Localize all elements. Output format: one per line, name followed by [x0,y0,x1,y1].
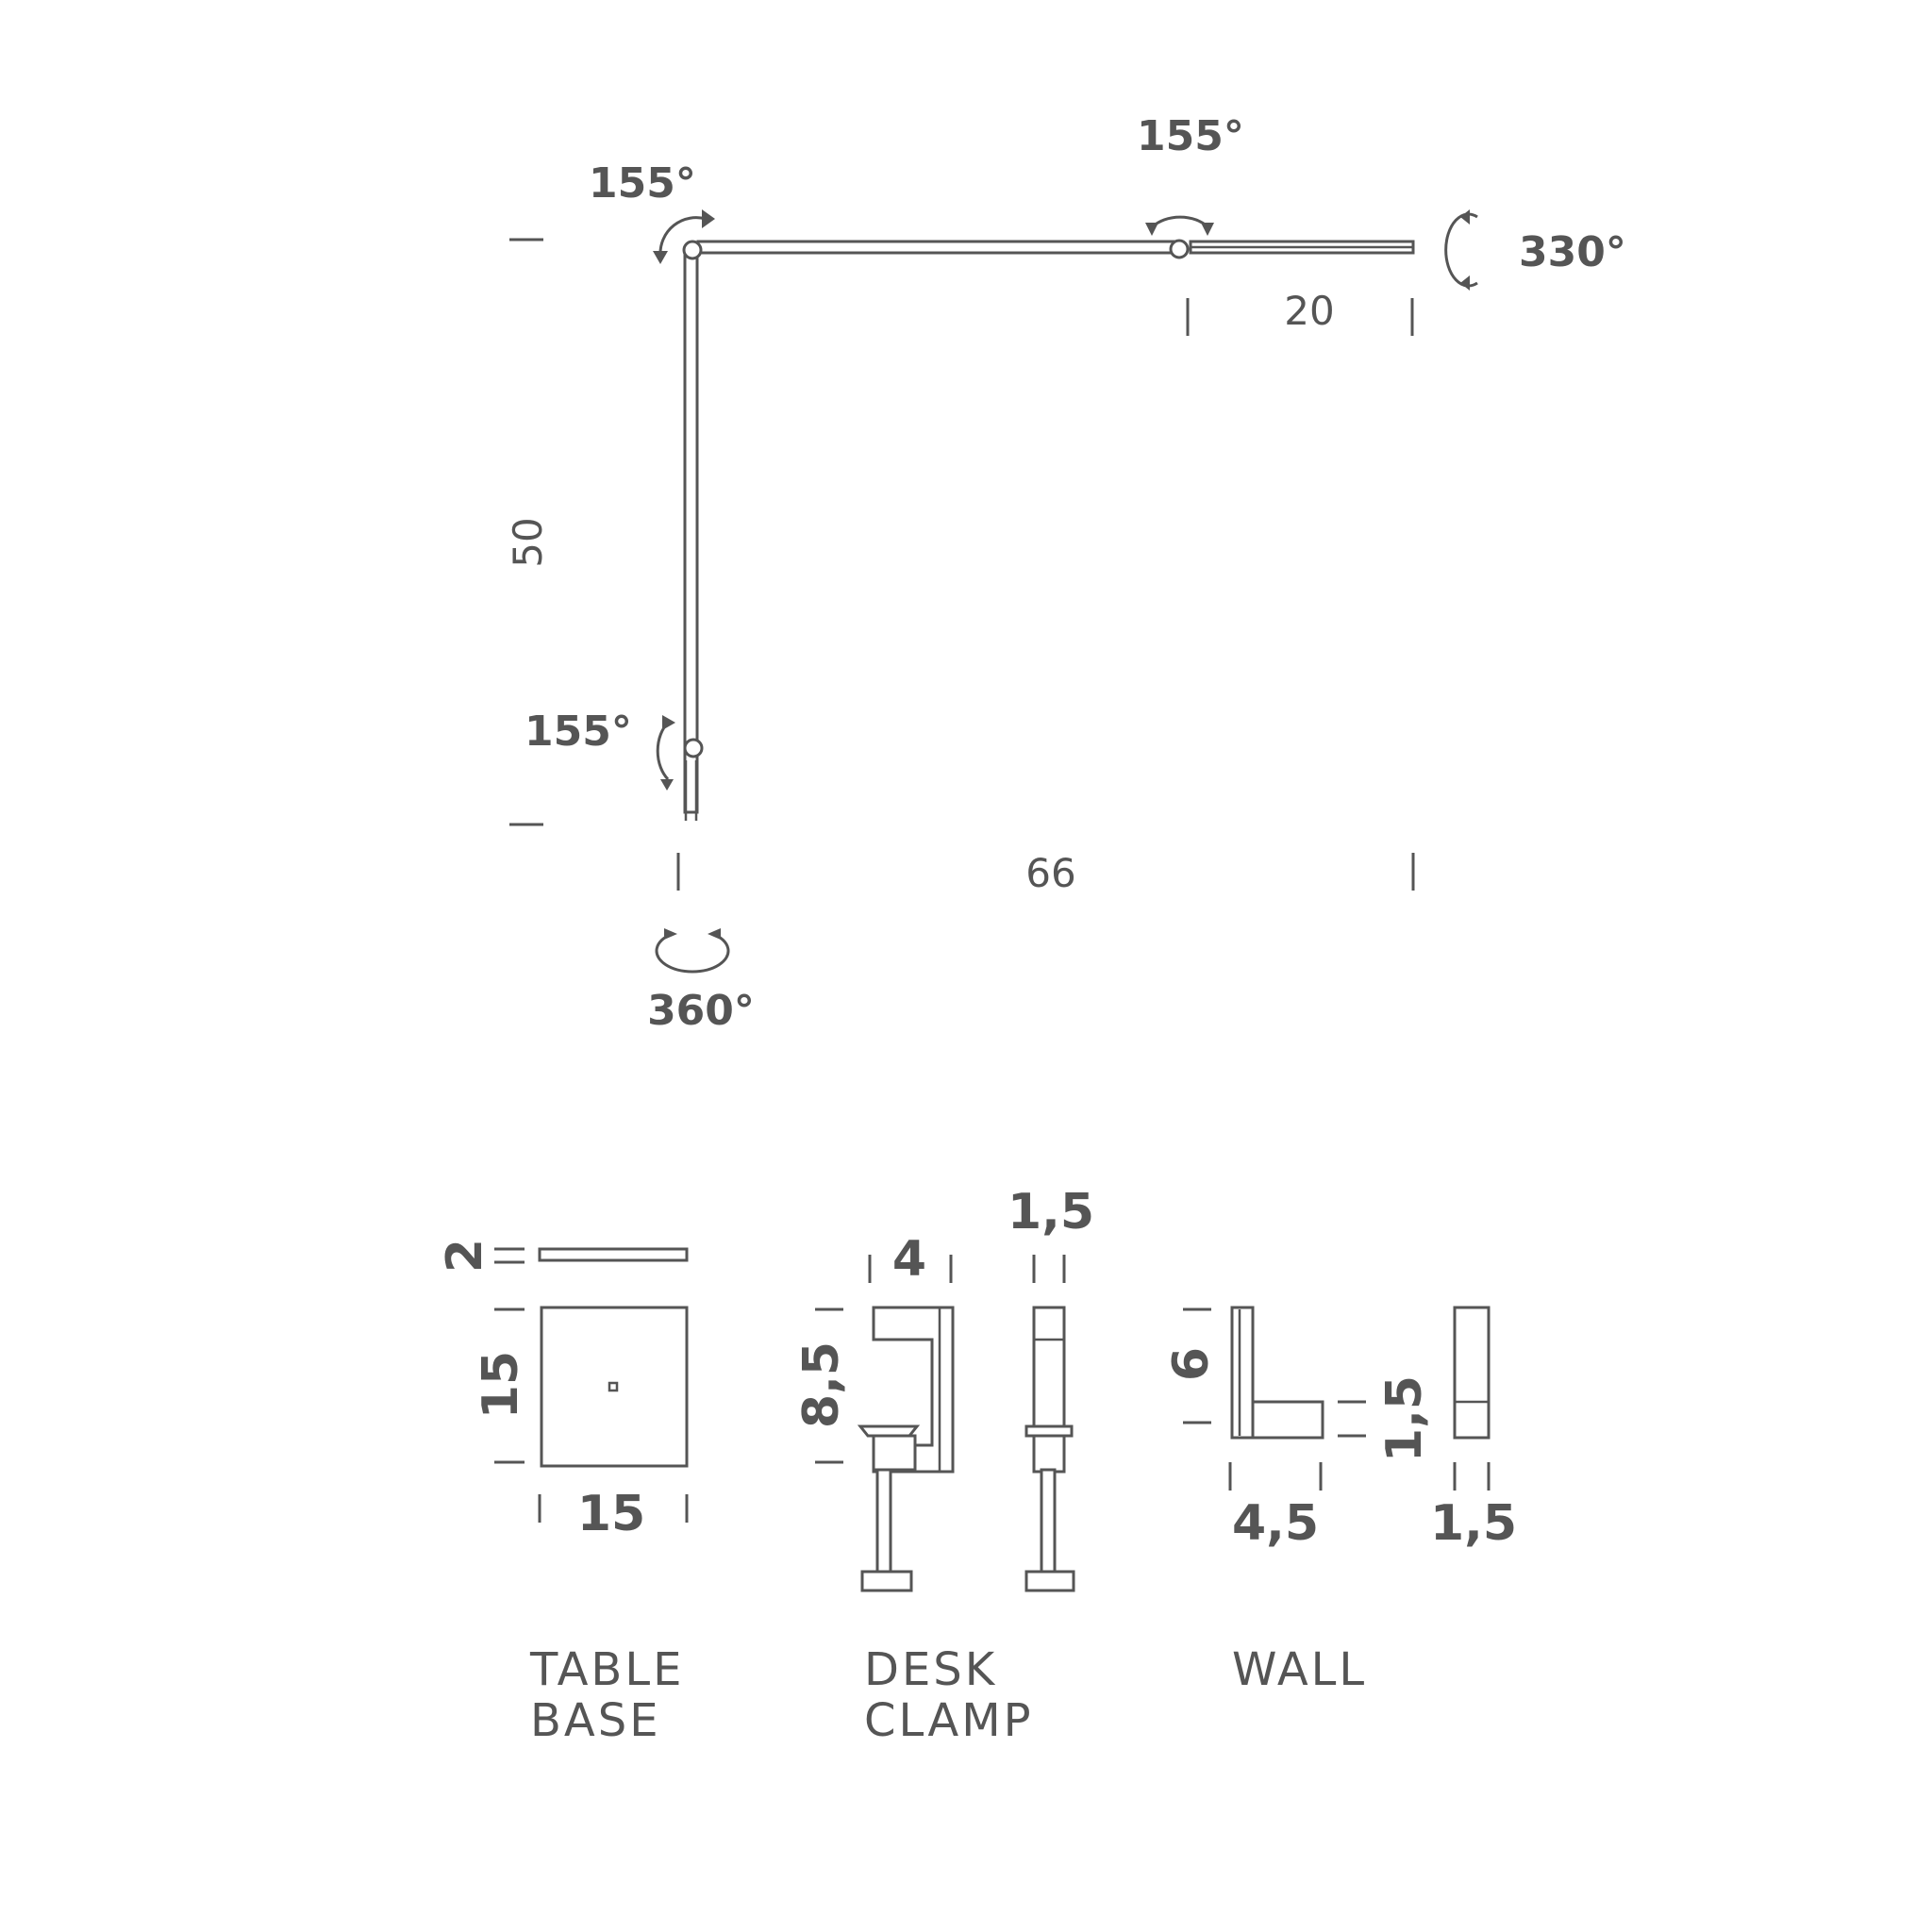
elbow-angle: 155° [1137,112,1244,160]
desk-clamp-width: 4 [892,1231,926,1288]
shoulder-angle: 155° [589,159,696,208]
desk-clamp-front-screw [1040,1468,1057,1575]
wall-plate [1230,1306,1255,1440]
table-base-group: 2 15 15 TABLE BASE [437,1239,689,1747]
wall-bracket-size: 1,5 [1376,1375,1433,1462]
lamp-elevation: 50 66 20 155° 155° 330° 155° 360° [505,112,1626,1035]
head-angle: 330° [1519,228,1626,276]
table-base-top [540,1306,689,1468]
desk-clamp-front-foot [1024,1570,1075,1592]
wall-front [1453,1306,1491,1440]
desk-clamp-screw [875,1468,892,1575]
wall-depth: 4,5 [1232,1495,1319,1552]
head-dimension: 20 [1284,288,1334,334]
elbow-joint [1169,239,1190,259]
head-rotation-arrow [1444,212,1478,288]
base-joint-angle: 155° [525,708,632,756]
base-joint-rotation-arrow [656,721,670,781]
height-dimension: 50 [505,517,551,567]
desk-clamp-height: 8,5 [793,1341,850,1428]
shoulder-joint [682,240,703,260]
base-joint [683,738,704,758]
wall-group: 6 1,5 4,5 1,5 WALL [1163,1306,1517,1696]
table-base-label-2: BASE [530,1694,661,1747]
base-rotation-angle: 360° [647,987,755,1035]
elbow-rotation-arrow [1152,215,1208,228]
desk-clamp-foot [860,1570,913,1592]
table-base-thickness: 2 [437,1239,493,1273]
wall-width: 1,5 [1430,1495,1517,1552]
desk-clamp-group: 4 8,5 1,5 DESK CLAMP [793,1184,1094,1747]
base-rotation-arrow [655,932,730,974]
desk-clamp-front-pad [1024,1424,1074,1438]
desk-clamp-thickness: 1,5 [1008,1184,1094,1241]
vertical-arm [683,249,699,814]
wall-bracket [1251,1400,1324,1440]
desk-clamp-collar [872,1434,917,1472]
shoulder-rotation-arrow [658,216,707,256]
table-base-depth: 15 [473,1351,529,1419]
table-base-side [538,1247,689,1262]
desk-clamp-front [1032,1306,1066,1474]
table-base-label-1: TABLE [529,1643,684,1696]
wall-label: WALL [1232,1643,1367,1696]
wall-height: 6 [1163,1347,1220,1381]
desk-clamp-label-2: CLAMP [864,1694,1034,1747]
horizontal-arm [696,240,1183,255]
table-base-width: 15 [577,1486,645,1542]
reach-dimension: 66 [1025,850,1075,896]
table-base-center-mark [608,1381,619,1392]
desk-clamp-label-1: DESK [864,1643,997,1696]
